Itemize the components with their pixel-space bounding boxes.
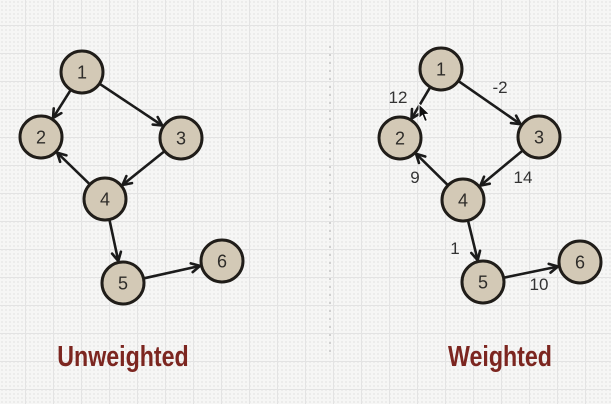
graph-node-6 <box>199 238 245 284</box>
graph-node-3 <box>158 115 204 161</box>
unweighted-caption: Unweighted <box>57 341 189 373</box>
node-label-2: 2 <box>395 128 405 148</box>
node-label-4: 4 <box>100 189 110 209</box>
node-label-6: 6 <box>217 251 227 271</box>
node-label-4: 4 <box>458 190 468 210</box>
graph-edge-4-2 <box>58 153 91 186</box>
graph-edge-5-6 <box>503 267 558 280</box>
graph-edge-1-3 <box>457 79 520 124</box>
graph-edge-1-2 <box>53 89 72 118</box>
graph-node-1 <box>59 49 105 95</box>
weighted-caption: Weighted <box>448 341 552 373</box>
node-label-6: 6 <box>575 252 585 272</box>
node-label-2: 2 <box>36 127 46 147</box>
edge-weight-label: 14 <box>514 168 533 187</box>
node-label-3: 3 <box>534 127 544 147</box>
graph-edge-4-5 <box>108 219 118 261</box>
graph-node-1 <box>418 46 464 92</box>
node-label-5: 5 <box>118 273 128 293</box>
graph-node-6 <box>557 239 603 285</box>
graph-node-4 <box>440 177 486 223</box>
graph-edge-5-6 <box>143 266 199 280</box>
edge-weight-label: 12 <box>389 88 408 107</box>
graph-edge-1-2 <box>412 86 432 118</box>
graph-edge-3-4 <box>123 150 166 184</box>
graph-node-4 <box>82 176 128 222</box>
node-label-1: 1 <box>436 59 446 79</box>
graph-node-2 <box>377 115 423 161</box>
graph-edge-3-4 <box>481 149 524 185</box>
graph-node-5 <box>460 259 506 305</box>
graph-node-5 <box>100 260 146 306</box>
graph-node-2 <box>18 114 64 160</box>
edge-weight-label: -2 <box>492 78 507 97</box>
graph-edge-1-3 <box>98 82 161 126</box>
graph-edge-4-2 <box>416 154 449 187</box>
graph-node-3 <box>516 114 562 160</box>
graph-edge-4-5 <box>466 220 478 259</box>
node-label-5: 5 <box>478 272 488 292</box>
edge-weight-label: 1 <box>450 239 459 258</box>
node-label-3: 3 <box>176 128 186 148</box>
edge-weight-label: 9 <box>410 168 419 187</box>
edge-weight-label: 10 <box>530 275 549 294</box>
node-label-1: 1 <box>77 62 87 82</box>
mouse-cursor-icon <box>418 102 431 123</box>
